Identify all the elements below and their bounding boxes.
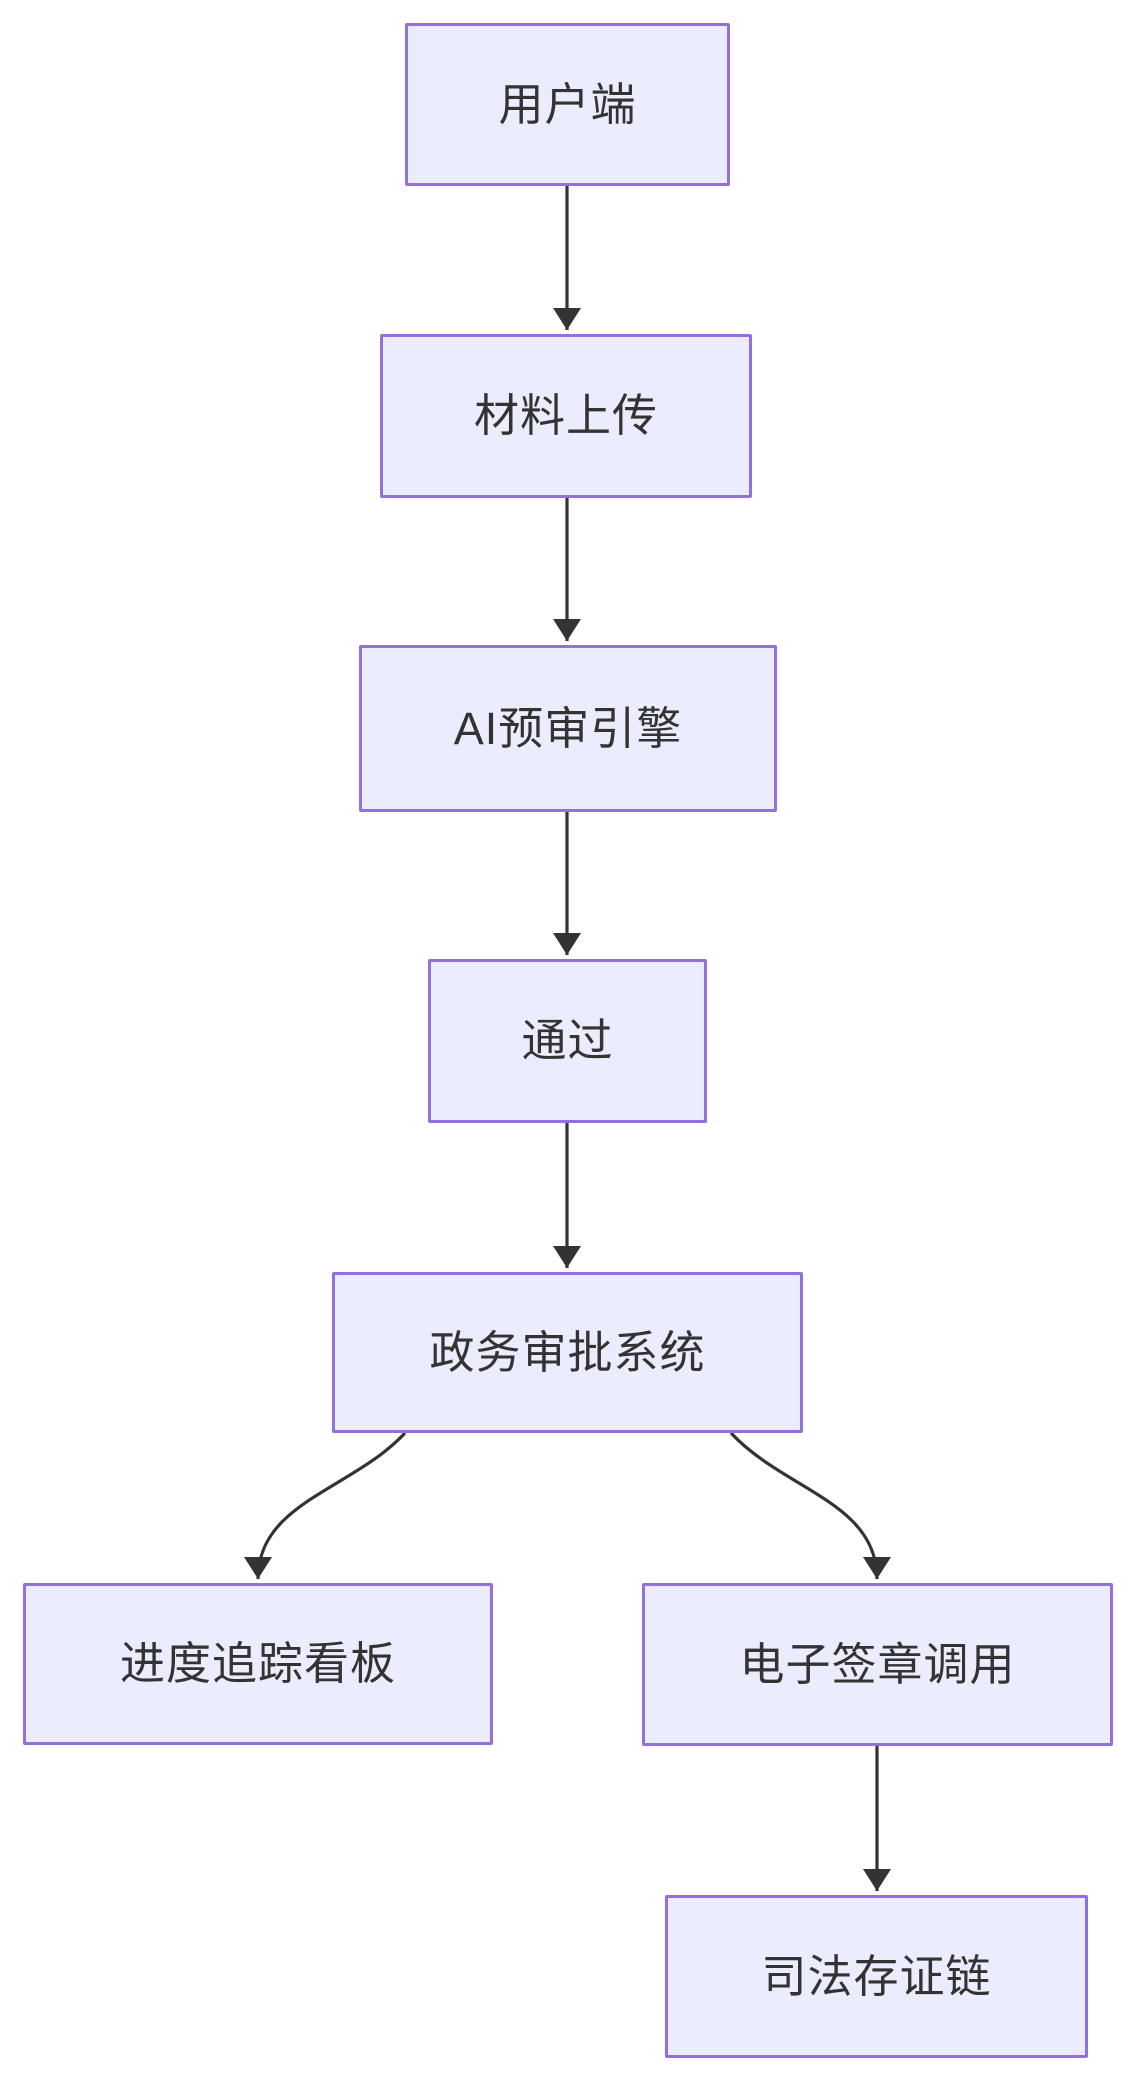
node-label: 电子签章调用	[739, 1638, 1016, 1690]
node-gov-approval-system: 政务审批系统	[332, 1272, 803, 1433]
edge-gov-approval-to-progress-board	[244, 1431, 407, 1580]
node-label: 材料上传	[473, 390, 658, 441]
node-user-client: 用户端	[405, 23, 730, 186]
node-label: 进度追踪看板	[119, 1638, 396, 1689]
node-progress-tracking-board: 进度追踪看板	[23, 1583, 493, 1745]
edge-gov-approval-to-e-signature	[729, 1431, 891, 1580]
node-label: 用户端	[498, 78, 637, 130]
node-judicial-evidence-chain: 司法存证链	[665, 1895, 1088, 2058]
node-label: AI预审引擎	[453, 702, 683, 754]
node-ai-precheck-engine: AI预审引擎	[359, 645, 777, 812]
node-label: 通过	[521, 1015, 614, 1066]
node-label: 政务审批系统	[429, 1326, 706, 1378]
node-material-upload: 材料上传	[380, 334, 752, 498]
node-label: 司法存证链	[761, 1950, 992, 2002]
node-pass: 通过	[428, 959, 707, 1123]
node-e-signature-call: 电子签章调用	[642, 1583, 1113, 1746]
